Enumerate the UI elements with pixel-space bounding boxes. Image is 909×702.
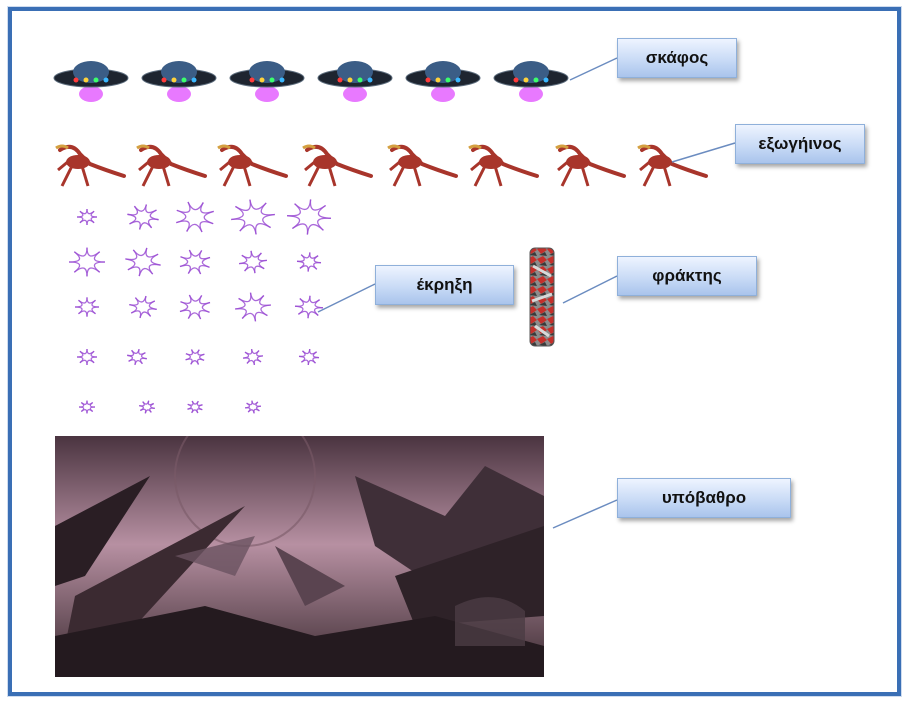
background-leader-line (553, 500, 617, 528)
background-label: υπόβαθρο (617, 478, 791, 518)
alien-label: εξωγήινος (735, 124, 865, 164)
explosion-label: έκρηξη (375, 265, 514, 305)
ship-leader-line (570, 58, 617, 80)
barrier-label: φράκτης (617, 256, 757, 296)
ship-label: σκάφος (617, 38, 737, 78)
barrier-leader-line (563, 276, 617, 303)
alien-leader-line (672, 143, 735, 162)
explosion-leader-line (318, 284, 375, 312)
